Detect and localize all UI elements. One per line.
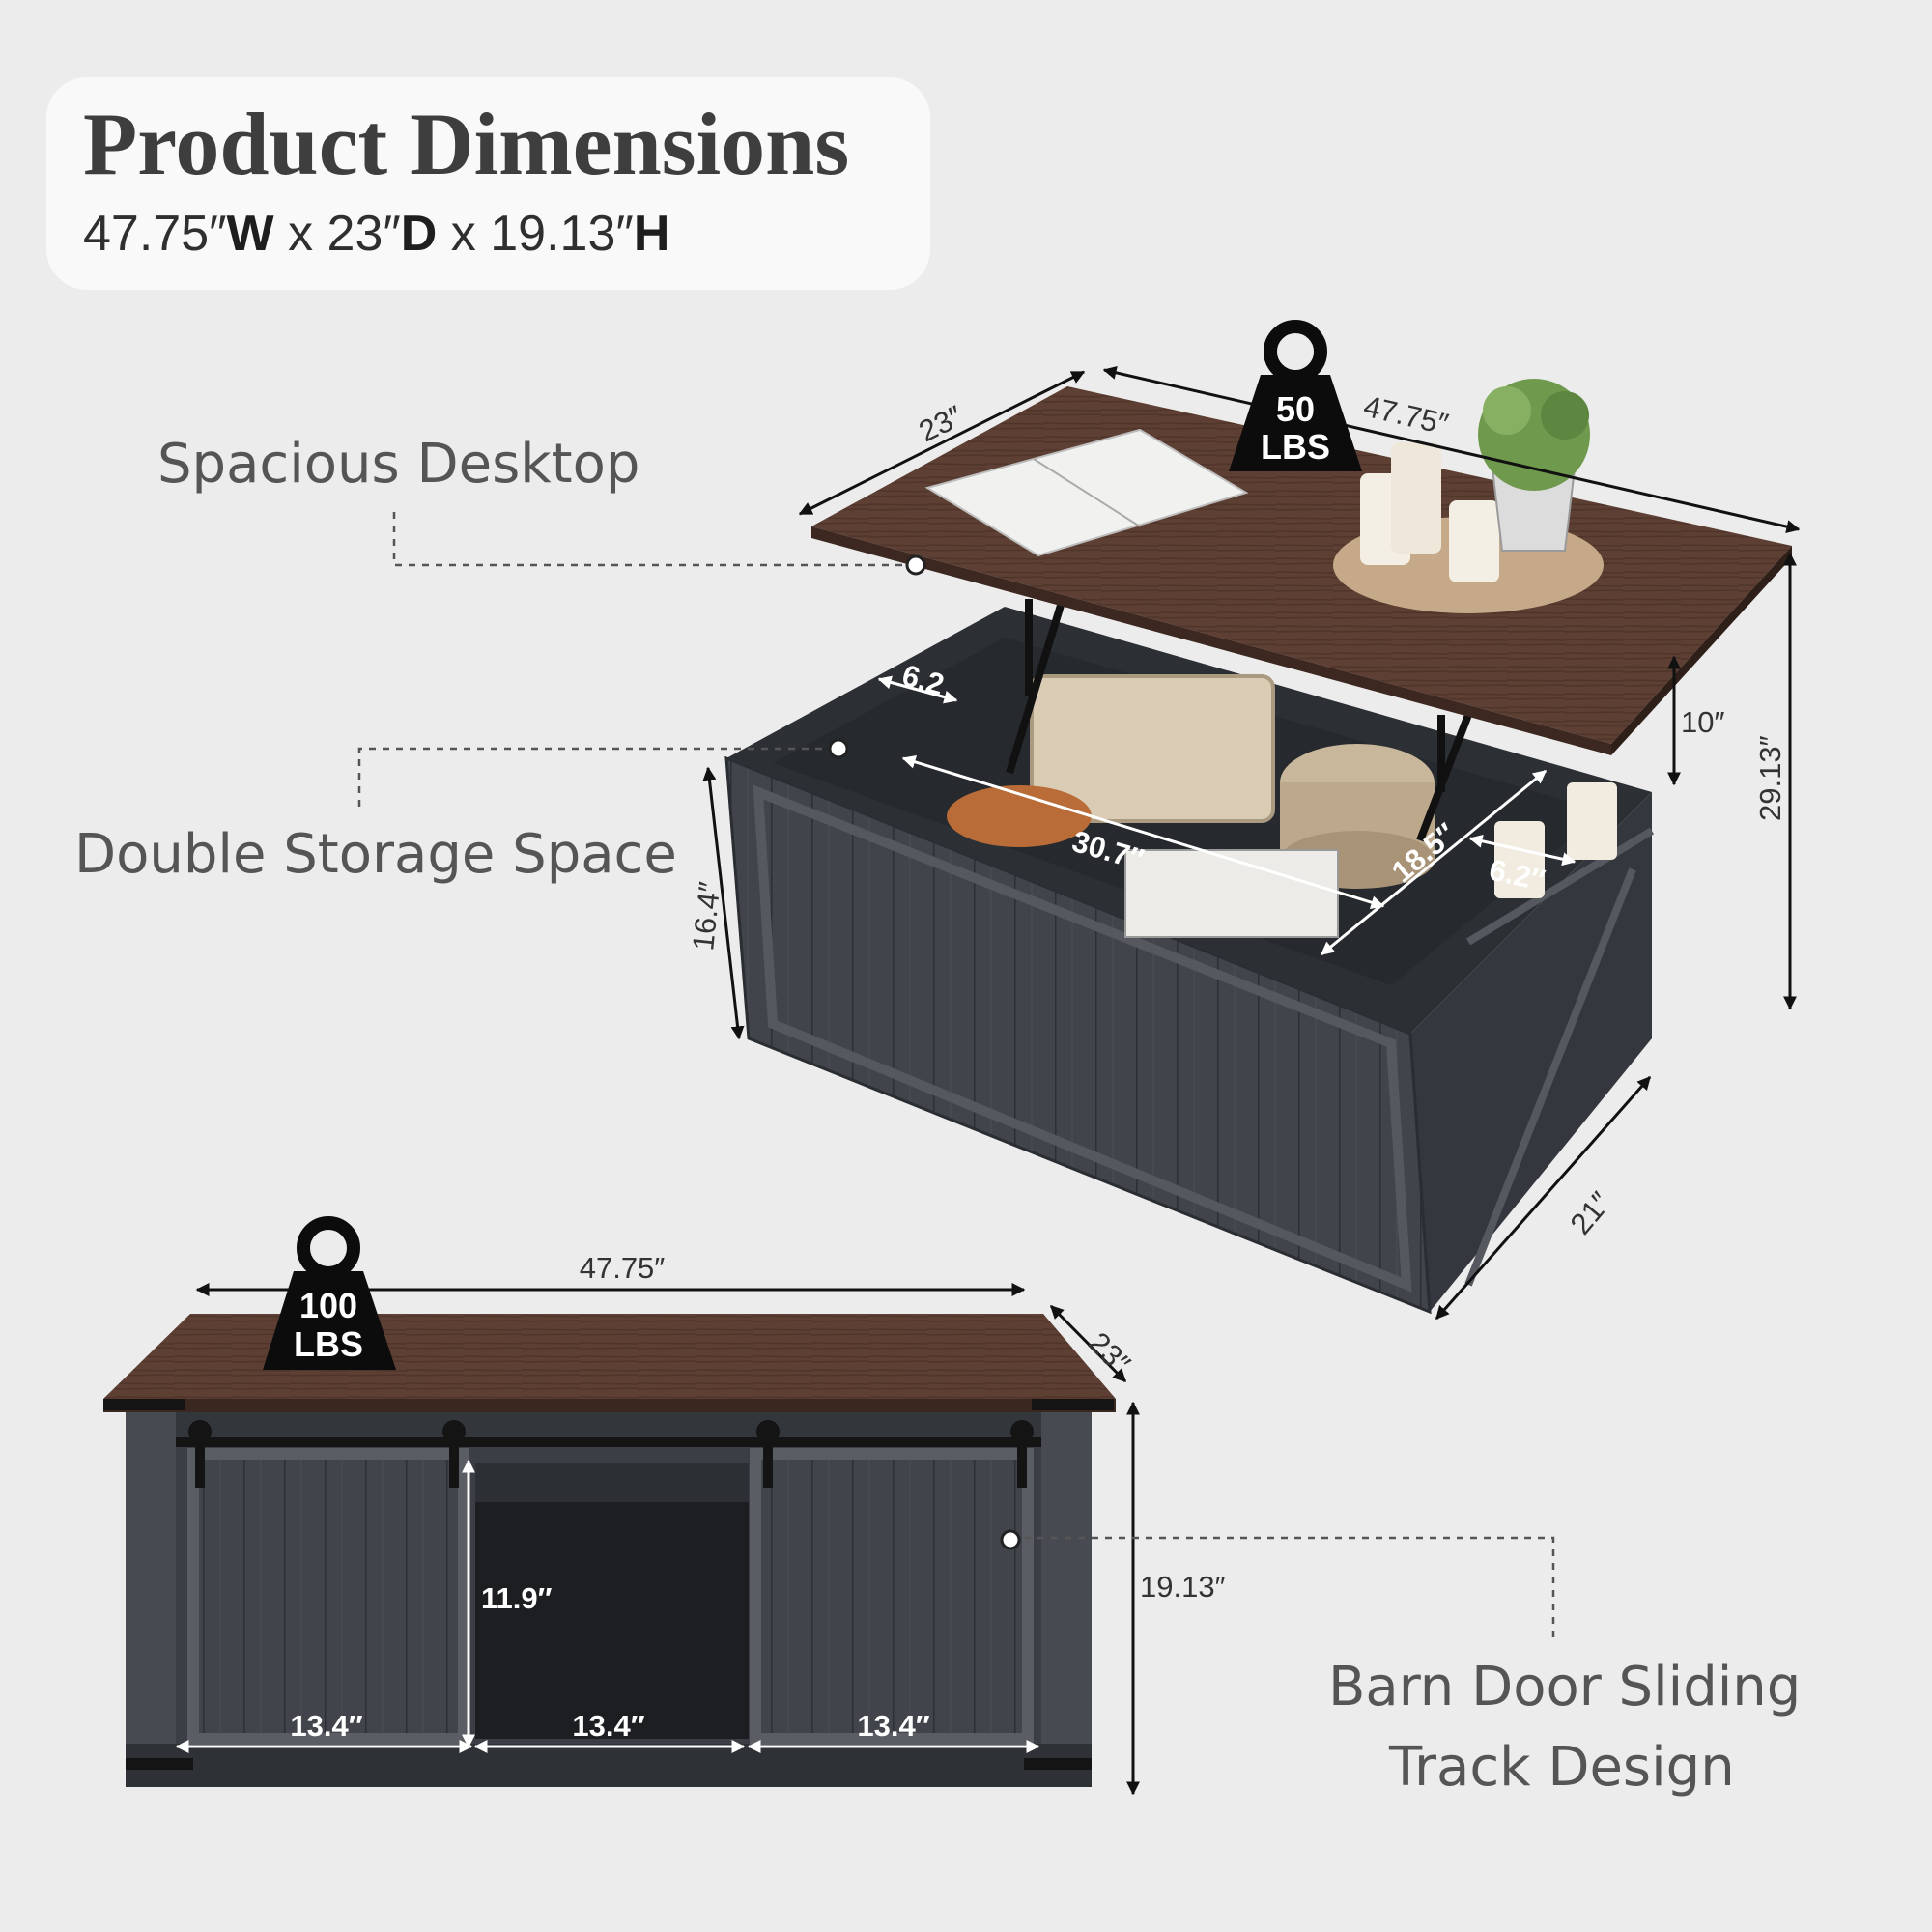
front-table-top xyxy=(103,1314,1116,1399)
label-height-front: 19.13″ xyxy=(1140,1570,1226,1604)
leader-desktop xyxy=(392,512,908,567)
barn-track xyxy=(176,1437,1041,1447)
label-width-front: 47.75″ xyxy=(580,1251,666,1285)
cabinet-right-post xyxy=(1041,1412,1092,1758)
front-view-table xyxy=(103,1314,1116,1787)
label-door-right: 13.4″ xyxy=(857,1709,929,1743)
cabinet-left-post xyxy=(126,1412,176,1758)
height-value: 19.13″ xyxy=(490,206,634,262)
times-sign-2: x xyxy=(437,206,491,262)
cabinet-top-rail xyxy=(176,1412,1041,1441)
weight-badge-50: 50 LBS xyxy=(1229,320,1362,471)
cabinet-front-frame xyxy=(753,784,1412,1293)
weight-badge-100: 100 LBS xyxy=(263,1216,396,1370)
feature-label-desktop: Spacious Desktop xyxy=(157,433,640,496)
label-total-height: 29.13″ xyxy=(1753,735,1787,821)
width-letter: W xyxy=(226,206,274,262)
dim-line-bottom-depth xyxy=(1435,1075,1652,1321)
dim-line-body-height xyxy=(702,766,745,1040)
feature-label-barn-line2: Track Design xyxy=(1389,1736,1735,1799)
dim-line-inner-depth xyxy=(1320,769,1548,956)
callout-leaders xyxy=(357,512,1555,1637)
dim-line-inner-length xyxy=(901,755,1385,909)
dim-line-depth-top xyxy=(798,370,1086,516)
dim-line-right-comp xyxy=(1468,834,1577,867)
open-storage-cubby xyxy=(475,1463,749,1739)
candle-short xyxy=(1449,500,1499,582)
depth-letter: D xyxy=(400,206,438,262)
label-lift: 10″ xyxy=(1681,705,1724,739)
height-letter: H xyxy=(633,206,670,262)
weight-100-value: 100 xyxy=(299,1286,357,1325)
overall-dimensions: 47.75″W x 23″D x 19.13″H xyxy=(83,205,669,263)
label-opening-height: 11.9″ xyxy=(481,1581,553,1615)
barn-door-right xyxy=(750,1448,1034,1745)
barn-door-left xyxy=(187,1448,469,1745)
feature-label-barn-line1: Barn Door Sliding xyxy=(1328,1656,1802,1719)
candle-tall xyxy=(1391,442,1441,554)
weight-100-unit: LBS xyxy=(294,1324,363,1364)
times-sign-1: x xyxy=(273,206,327,262)
weight-50-value: 50 xyxy=(1276,389,1315,429)
dim-line-left-comp xyxy=(877,675,958,704)
label-body-height: 16.4″ xyxy=(686,880,726,952)
cabinet-bottom-rail xyxy=(126,1744,1092,1787)
width-value: 47.75″ xyxy=(83,206,227,262)
feature-label-storage: Double Storage Space xyxy=(74,823,677,886)
label-opening-width: 13.4″ xyxy=(572,1709,644,1743)
weight-50-unit: LBS xyxy=(1261,427,1330,467)
stacked-books xyxy=(1124,849,1339,938)
page-title: Product Dimensions xyxy=(83,95,850,193)
top-view-dimensions xyxy=(702,365,1801,1321)
leader-storage xyxy=(357,747,836,807)
label-depth-top: 23″ xyxy=(914,399,968,448)
leader-barn xyxy=(1024,1536,1555,1637)
corner-brackets xyxy=(103,1399,1114,1770)
dim-line-depth-front xyxy=(1049,1304,1127,1383)
door-rollers xyxy=(188,1420,1034,1488)
label-door-left: 13.4″ xyxy=(290,1709,362,1743)
dim-line-width-top xyxy=(1102,365,1801,534)
depth-value: 23″ xyxy=(327,206,401,262)
title-card xyxy=(46,77,930,290)
lift-top-table xyxy=(724,379,1792,1315)
callout-markers xyxy=(828,554,1021,1550)
label-bottom-depth: 21″ xyxy=(1564,1185,1618,1240)
